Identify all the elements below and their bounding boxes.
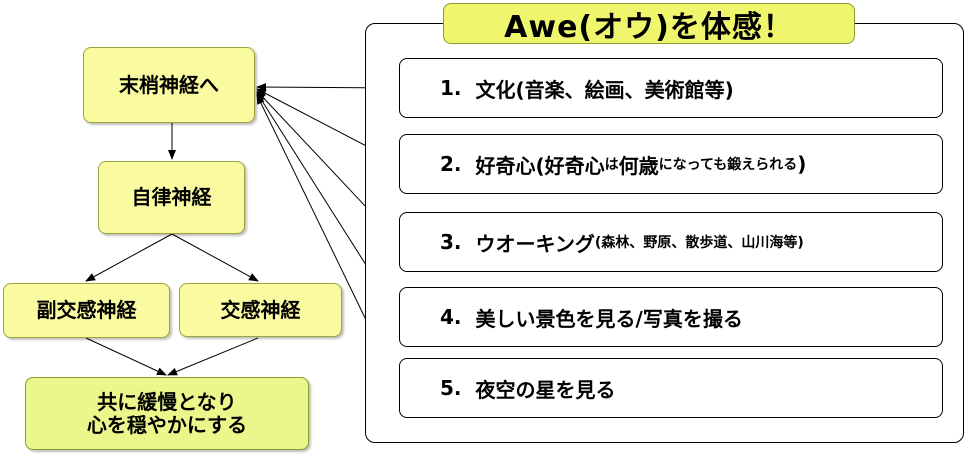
list-item-stars: 5. 夜空の星を見る [399,358,943,418]
node-autonomic-nerve: 自律神経 [98,161,245,234]
node-result-line2: 心を穏やかにする [86,412,248,437]
list-item-walking: 3. ウオーキング(森林、野原、散歩道、山川海等) [399,212,943,272]
arrow-parasym-to-result [85,337,167,376]
item-text-small2: になっても鍛えられる [658,157,798,173]
node-parasympathetic-label: 副交感神経 [36,298,137,322]
item-text: 夜空の星を見る [475,377,616,402]
item-number: 5. [440,376,462,400]
node-peripheral-label: 末梢神経へ [119,72,219,97]
list-item-curiosity: 2. 好奇心(好奇心は何歳になっても鍛えられる) [399,134,943,194]
arrow-autonomic-to-parasym [85,233,173,282]
node-sympathetic-nerve: 交感神経 [179,283,342,337]
panel-title-text: Awe(オウ)を体感！ [504,9,794,45]
item-text-small: (森林、野原、散歩道、山川海等) [594,235,804,251]
node-parasympathetic-nerve: 副交感神経 [3,283,170,338]
panel-title: Awe(オウ)を体感！ [443,3,855,45]
node-result: 共に緩慢となり 心を穏やかにする [25,377,309,450]
node-peripheral-nerve: 末梢神経へ [83,47,255,123]
arrow-autonomic-to-sym [171,233,259,282]
list-item-scenery: 4. 美しい景色を見る/写真を撮る [399,287,943,347]
item-number: 2. [440,152,462,176]
arrow-sym-to-result [167,337,259,376]
item-text-part2: 何歳 [618,153,659,178]
item-number: 3. [440,230,462,254]
item-number: 1. [440,76,462,100]
item-text: 文化(音楽、絵画、美術館等) [475,77,734,102]
node-result-line1: 共に緩慢となり [97,389,237,414]
item-number: 4. [440,305,462,329]
item-text: ウオーキング [475,231,595,256]
list-item-culture: 1. 文化(音楽、絵画、美術館等) [399,58,943,118]
item-text: 美しい景色を見る/写真を撮る [475,306,743,331]
item-text-small: は [604,157,619,173]
item-text-part3: ) [797,152,807,176]
item-text: 好奇心(好奇心 [475,153,605,178]
node-autonomic-label: 自律神経 [131,185,212,209]
node-sympathetic-label: 交感神経 [220,297,301,322]
